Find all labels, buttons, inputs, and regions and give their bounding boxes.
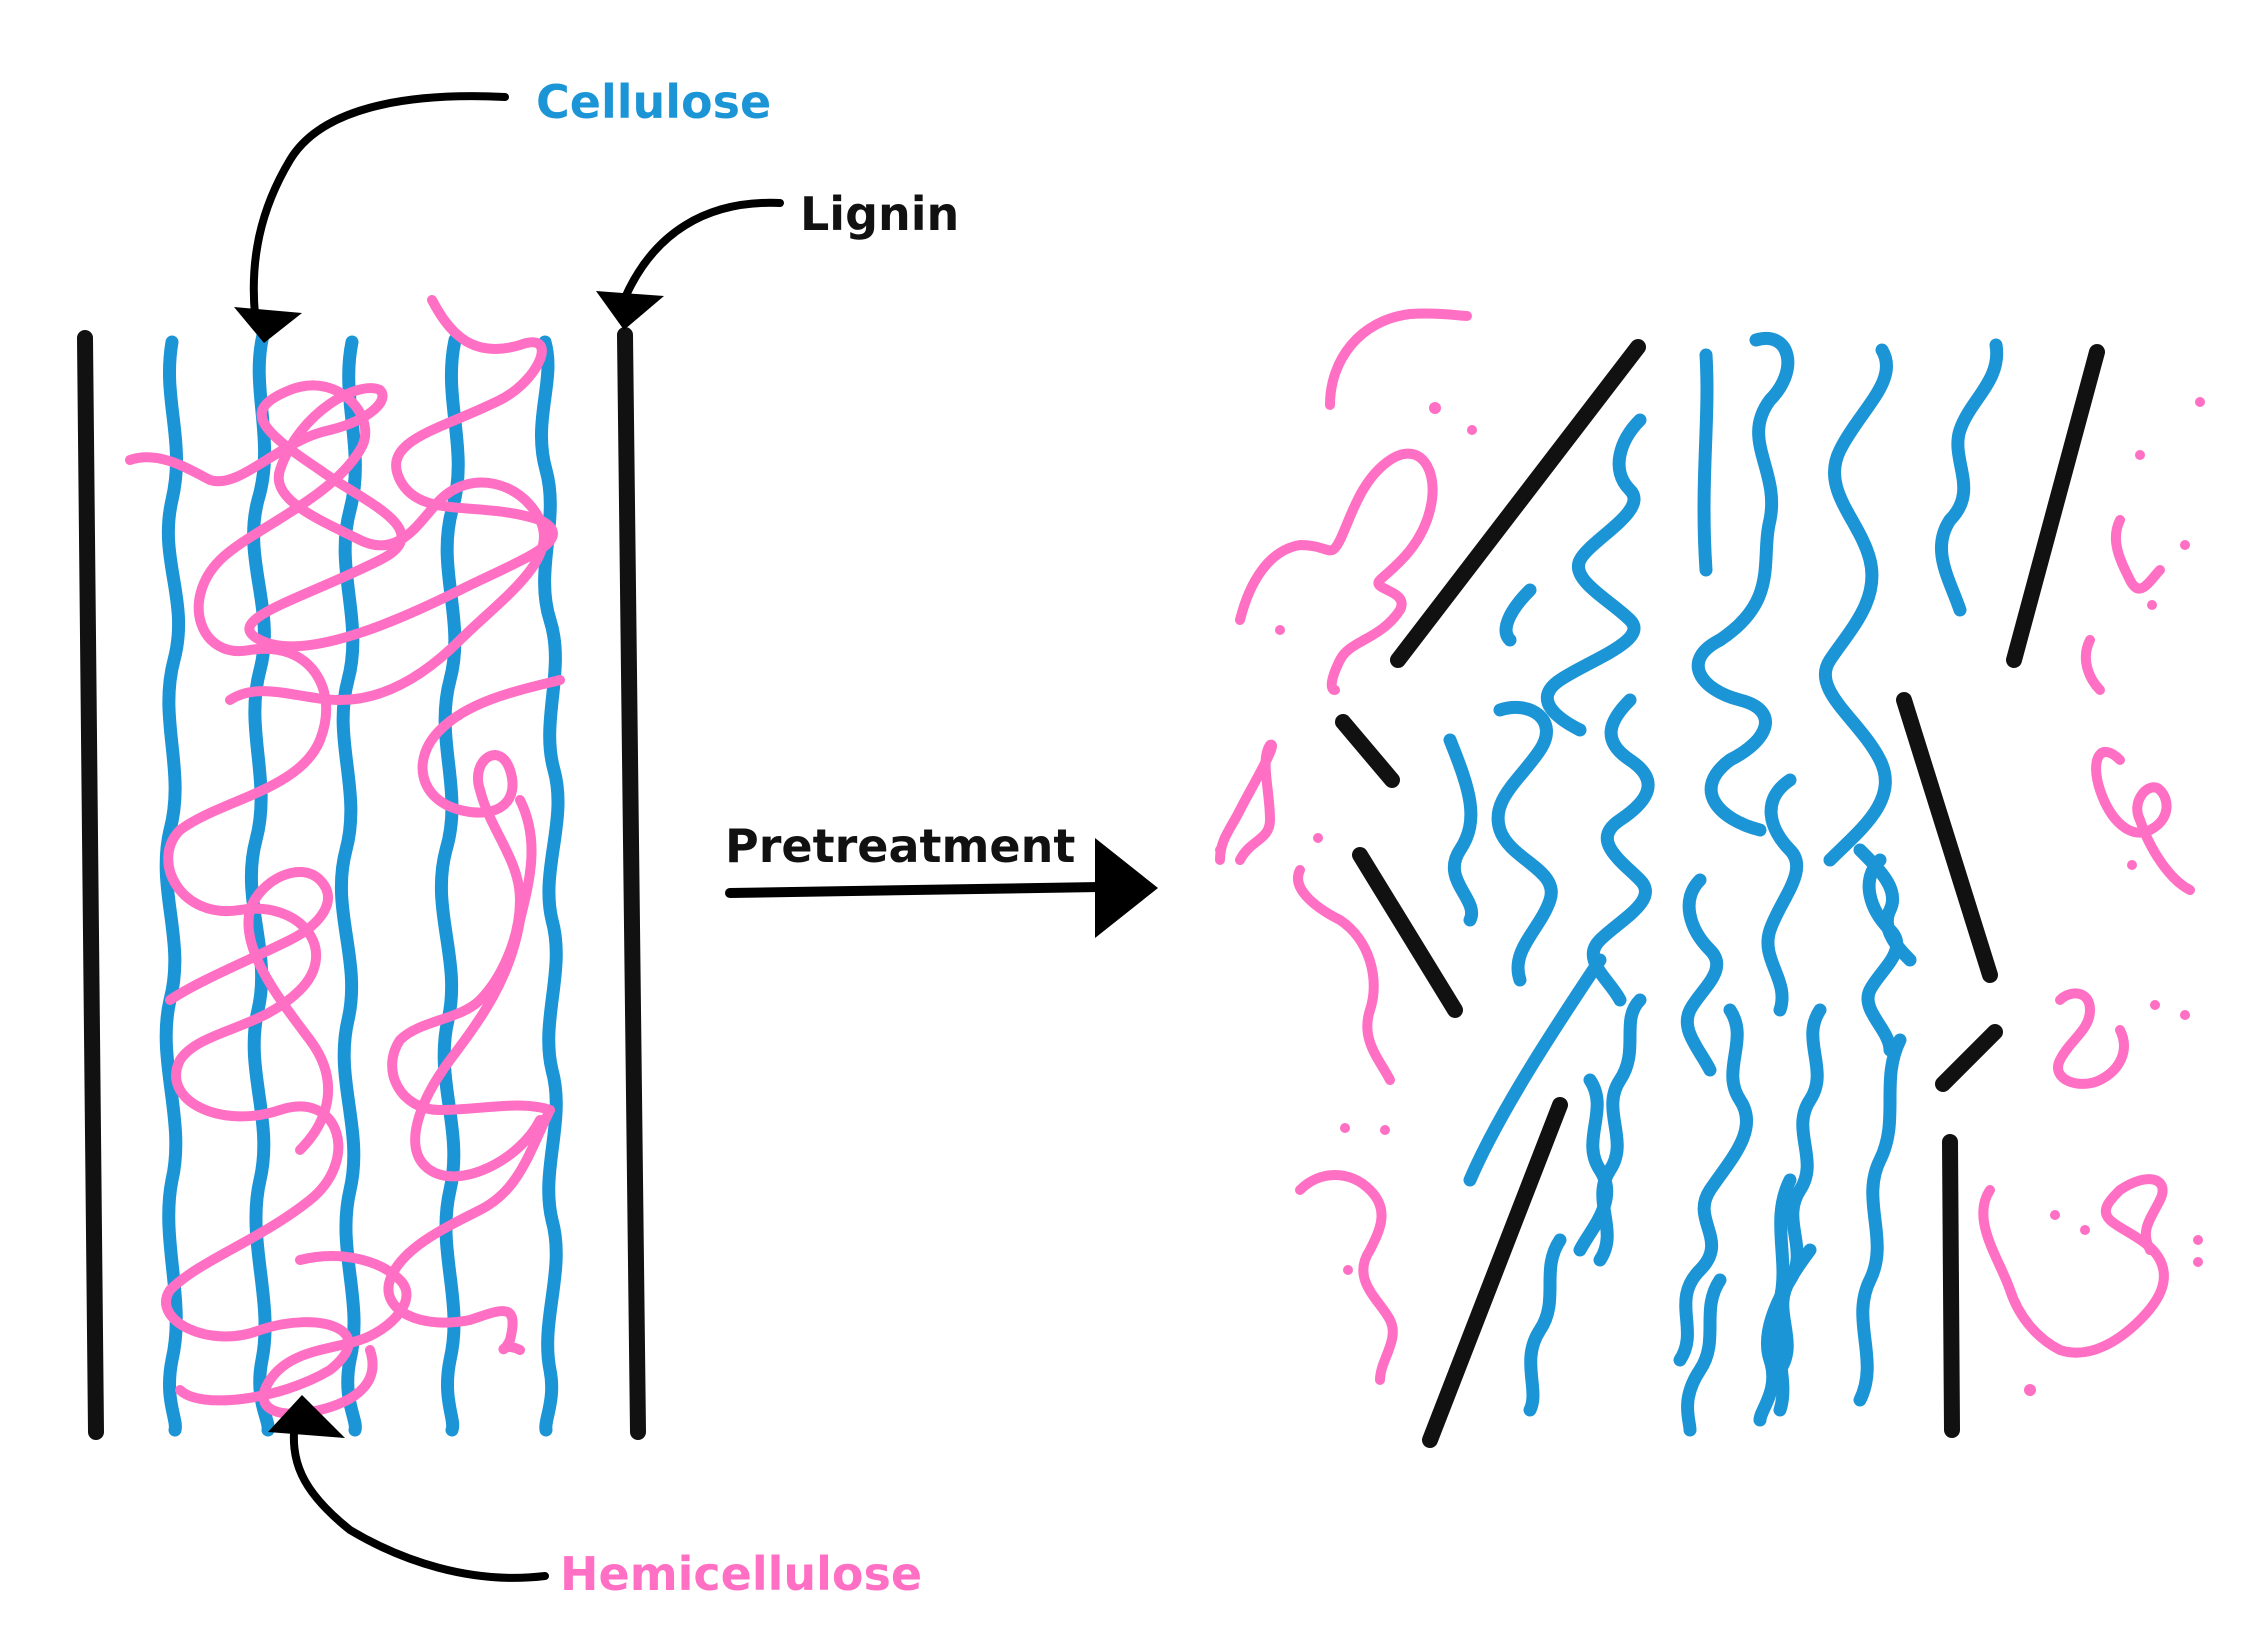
- intact-biomass-structure: [77, 295, 646, 1440]
- hemicellulose-strand: [387, 675, 565, 1115]
- lignin-label: Lignin: [800, 187, 959, 241]
- hemicellulose-label: Hemicellulose: [560, 1547, 922, 1601]
- lignin-fragments: [1335, 339, 2105, 1448]
- hemicellulose-pointer-arrow: [268, 1395, 549, 1582]
- cellulose-fiber: [334, 335, 362, 1437]
- hemicellulose-strand: [258, 1251, 412, 1419]
- cellulose-pointer-arrow: [234, 92, 509, 343]
- lignin-wall-right: [617, 327, 646, 1440]
- hemicellulose-strand: [165, 866, 334, 1155]
- lignin-wall-left: [77, 330, 104, 1440]
- cellulose-fragments: [1443, 331, 2004, 1437]
- hemicellulose-strand: [410, 795, 545, 1182]
- cellulose-fiber: [534, 335, 565, 1437]
- hemicellulose-fragments: [1215, 308, 2195, 1385]
- cellulose-fiber: [434, 333, 465, 1437]
- lignin-pointer-arrow: [596, 198, 784, 330]
- pretreatment-arrow: [725, 838, 1158, 938]
- hemicellulose-strand: [383, 1105, 555, 1355]
- cellulose-label: Cellulose: [536, 75, 771, 129]
- pretreated-biomass-structure: [1215, 308, 2205, 1448]
- hemicellulose-specks: [1215, 397, 2205, 1396]
- hemicellulose-strand: [125, 383, 549, 705]
- pretreatment-label: Pretreatment: [725, 819, 1075, 873]
